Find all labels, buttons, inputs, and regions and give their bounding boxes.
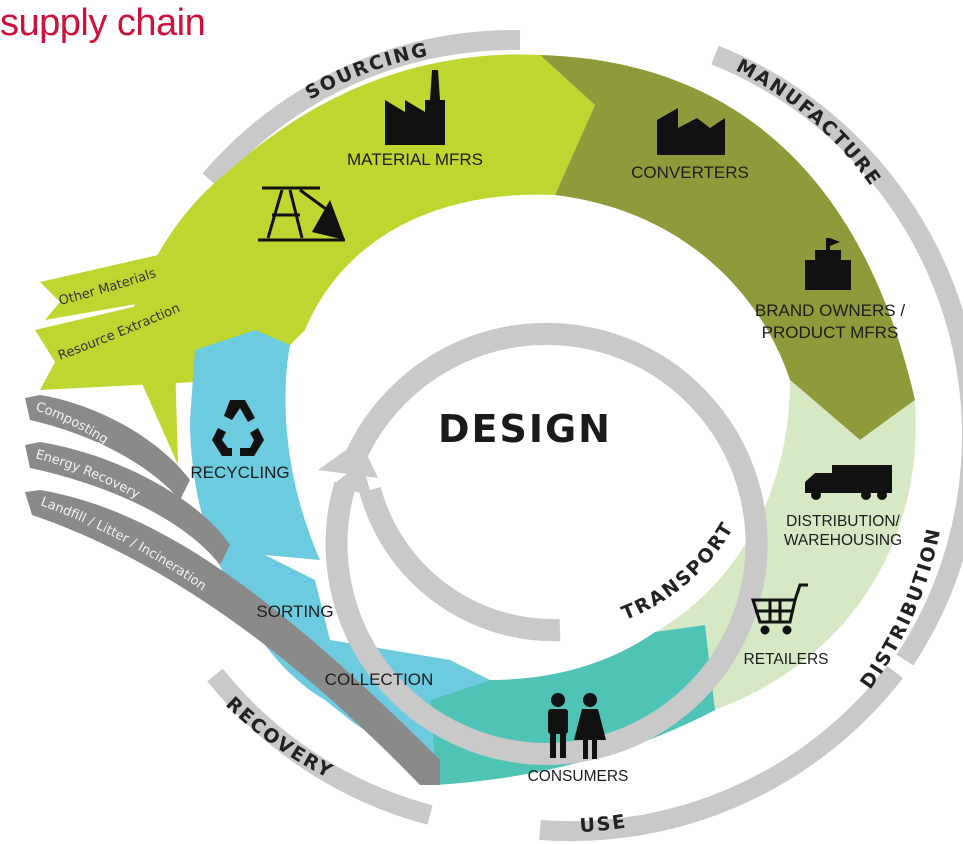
node-sorting: SORTING: [256, 602, 333, 621]
node-consumers: CONSUMERS: [528, 768, 629, 785]
node-recycling: RECYCLING: [190, 463, 289, 482]
brand-owners-icon: [805, 238, 851, 290]
inner-ring: [325, 322, 768, 765]
outer-ring-bottom: [539, 665, 903, 842]
oil-pump-icon: [258, 186, 345, 242]
node-distribution-line1: DISTRIBUTION/: [786, 513, 900, 530]
sector-sourcing: [125, 54, 595, 466]
shopping-cart-icon: [750, 583, 808, 635]
sector-recycling: [190, 330, 320, 600]
node-retailers: RETAILERS: [744, 651, 829, 668]
inner-ring-main: [325, 322, 768, 765]
node-distribution-line2: WAREHOUSING: [784, 532, 902, 549]
center-label: DESIGN: [438, 407, 612, 451]
outer-ring-right: [711, 45, 963, 666]
node-brand-owners-line2: PRODUCT MFRS: [762, 323, 899, 342]
diagram-title: supply chain: [0, 2, 206, 44]
node-collection: COLLECTION: [325, 670, 434, 689]
output-energy-recovery: [25, 442, 230, 565]
inner-ring-lower: [359, 487, 561, 642]
sector-manufacture: [540, 55, 915, 440]
truck-icon: [805, 465, 892, 500]
sector-distribution: [655, 380, 916, 710]
factory-icon: [385, 70, 445, 145]
recycle-icon: [212, 400, 264, 456]
inner-ring-arrowhead-2: [335, 462, 372, 498]
node-converters: CONVERTERS: [631, 163, 749, 182]
stage-label-recovery: RECOVERY: [222, 693, 338, 784]
output-flows: [25, 395, 440, 785]
stage-label-use: USE: [579, 810, 629, 837]
node-brand-owners-line1: BRAND OWNERS /: [755, 301, 905, 320]
output-composting: [25, 395, 190, 500]
people-icon: [548, 693, 606, 759]
outer-ring-recovery: [207, 668, 433, 825]
output-landfill: [25, 490, 440, 785]
outer-ring: [202, 29, 963, 842]
converters-icon: [657, 108, 725, 155]
outer-ring-sourcing: [202, 29, 521, 187]
node-material-mfrs: MATERIAL MFRS: [347, 150, 483, 169]
